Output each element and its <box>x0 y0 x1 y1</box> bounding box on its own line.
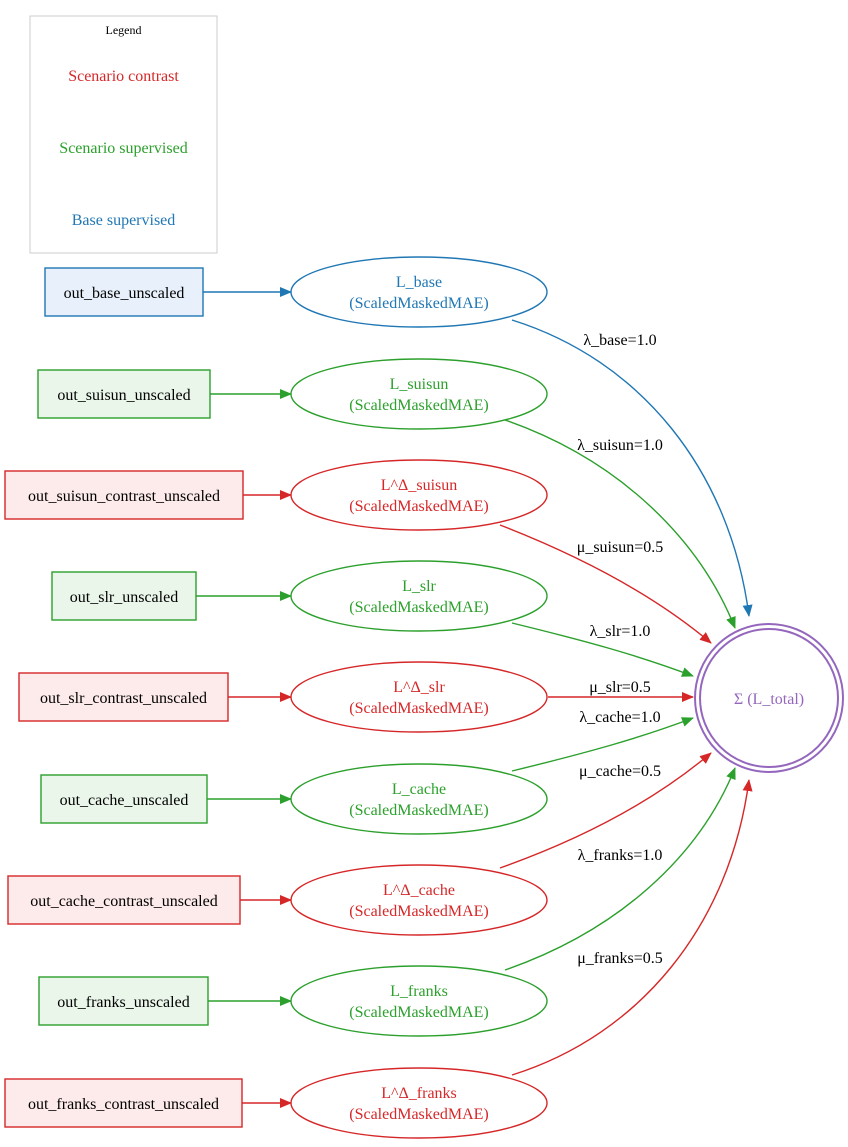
source-node-label: out_slr_contrast_unscaled <box>40 690 207 707</box>
loss-node-name: L_suisun <box>390 376 449 393</box>
edge-weight-label: μ_suisun=0.5 <box>577 539 664 556</box>
loss-node-type: (ScaledMaskedMAE) <box>349 802 489 819</box>
source-node-label: out_base_unscaled <box>64 285 185 302</box>
row-contrast: out_suisun_contrast_unscaled L^Δ_suisun (S… <box>4 459 548 531</box>
legend: Legend Scenario contrast Scenario superv… <box>29 15 218 254</box>
edge-loss-to-total <box>511 717 694 772</box>
source-node-box <box>37 369 211 419</box>
loss-node-ellipse <box>290 763 548 835</box>
edge-weight-label: λ_franks=1.0 <box>578 847 663 864</box>
loss-node-type: (ScaledMaskedMAE) <box>349 700 489 717</box>
loss-node-name: L_base <box>396 274 442 291</box>
loss-node-name: L^Δ_franks <box>381 1085 457 1102</box>
loss-node-name: L_cache <box>392 781 446 798</box>
edge-loss-to-total <box>499 752 712 869</box>
edge-weight-label: μ_cache=0.5 <box>579 763 661 780</box>
edge-loss-to-total <box>499 524 712 644</box>
loss-node-ellipse <box>290 459 548 531</box>
source-node-label: out_franks_contrast_unscaled <box>28 1096 219 1113</box>
loss-node-name: L^Δ_suisun <box>381 477 457 494</box>
source-node-box <box>18 672 229 722</box>
source-node-label: out_franks_unscaled <box>57 994 189 1011</box>
loss-node-type: (ScaledMaskedMAE) <box>349 1004 489 1021</box>
rows: out_base_unscaled L_base (ScaledMaskedMAE)… <box>4 256 548 1139</box>
loss-node-type: (ScaledMaskedMAE) <box>349 295 489 312</box>
source-node-box <box>7 875 241 925</box>
loss-node-ellipse <box>290 256 548 328</box>
loss-node-type: (ScaledMaskedMAE) <box>349 397 489 414</box>
row-contrast: out_franks_contrast_unscaled L^Δ_franks (S… <box>4 1067 548 1139</box>
loss-node-ellipse <box>290 661 548 733</box>
edge-weight-label: λ_slr=1.0 <box>590 623 651 640</box>
legend-title: Legend <box>106 23 142 37</box>
row-supervised: out_slr_unscaled L_slr (ScaledMaskedMAE) <box>51 560 548 632</box>
edge-loss-to-total <box>511 779 753 1076</box>
row-supervised: out_franks_unscaled L_franks (ScaledMasked… <box>38 965 548 1037</box>
row-contrast: out_slr_contrast_unscaled L^Δ_slr (ScaledM… <box>18 661 548 733</box>
loss-node-ellipse <box>290 1067 548 1139</box>
legend-box <box>29 15 218 254</box>
loss-node-ellipse <box>290 864 548 936</box>
loss-node-ellipse <box>290 358 548 430</box>
loss-node-name: L_franks <box>390 983 448 1000</box>
legend-item-supervised: Scenario supervised <box>59 140 187 157</box>
row-supervised: out_suisun_unscaled L_suisun (ScaledMasked… <box>37 358 548 430</box>
source-node-label: out_cache_contrast_unscaled <box>30 893 217 910</box>
edge-weight-label: λ_cache=1.0 <box>579 709 660 726</box>
source-node-label: out_suisun_contrast_unscaled <box>28 488 220 505</box>
edge-loss-to-total <box>504 419 736 629</box>
edge-weight-label: μ_franks=0.5 <box>577 950 663 967</box>
edge-weight-label: λ_base=1.0 <box>583 332 656 349</box>
loss-node-type: (ScaledMaskedMAE) <box>349 498 489 515</box>
loss-node-name: L^Δ_slr <box>393 679 445 696</box>
loss-node-type: (ScaledMaskedMAE) <box>349 1106 489 1123</box>
row-base: out_base_unscaled L_base (ScaledMaskedMAE) <box>44 256 548 328</box>
row-contrast: out_cache_contrast_unscaled L^Δ_cache (Sca… <box>7 864 548 936</box>
source-node-box <box>4 1078 243 1128</box>
loss-node-name: L^Δ_cache <box>383 882 455 899</box>
loss-node-ellipse <box>290 965 548 1037</box>
total-node-inner <box>699 628 839 768</box>
source-node-box <box>38 976 209 1026</box>
source-node-box <box>40 774 208 824</box>
legend-item-base: Base supervised <box>72 212 176 229</box>
total-node: Σ (L_total) <box>694 623 844 773</box>
source-node-box <box>4 470 244 520</box>
edge-weight-label: λ_suisun=1.0 <box>577 437 663 454</box>
source-node-label: out_suisun_unscaled <box>57 387 190 404</box>
edge-loss-to-total <box>511 319 753 617</box>
total-node-label: Σ (L_total) <box>734 691 804 708</box>
source-node-box <box>51 571 197 621</box>
row-supervised: out_cache_unscaled L_cache (ScaledMaskedMA… <box>40 763 548 835</box>
legend-item-contrast: Scenario contrast <box>68 68 179 85</box>
source-node-label: out_cache_unscaled <box>60 792 189 809</box>
loss-node-name: L_slr <box>402 578 436 595</box>
source-node-box <box>44 267 204 317</box>
source-node-label: out_slr_unscaled <box>70 589 178 606</box>
loss-node-type: (ScaledMaskedMAE) <box>349 599 489 616</box>
loss-node-type: (ScaledMaskedMAE) <box>349 903 489 920</box>
edge-loss-to-total <box>504 767 736 971</box>
edge-loss-to-total <box>511 622 694 677</box>
loss-node-ellipse <box>290 560 548 632</box>
total-node-outer <box>694 623 844 773</box>
edge-weight-label: μ_slr=0.5 <box>589 679 651 696</box>
edges: λ_base=1.0 λ_suisun=1.0 μ_suisun=0.5 λ_slr=… <box>196 287 753 1108</box>
